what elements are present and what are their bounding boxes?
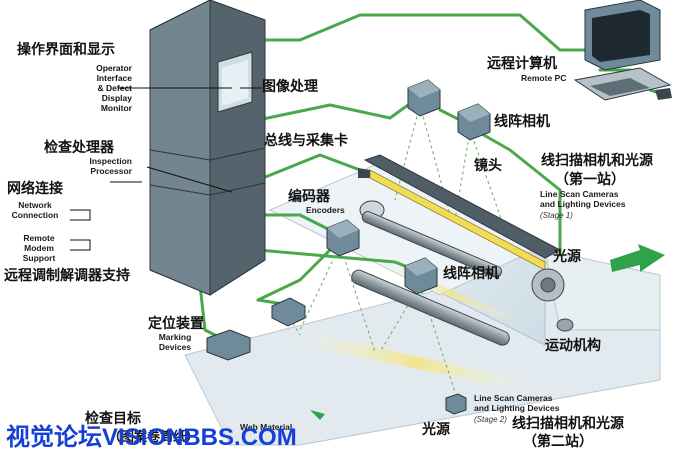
marking-devices-label-en: Marking Devices [158, 332, 192, 352]
inspection-processor-label: 检查处理器 [44, 140, 114, 156]
network-connection-label: 网络连接 [7, 181, 63, 197]
motion-mechanism-label: 运动机构 [545, 338, 601, 354]
stage1-label: 线扫描相机和光源 [541, 153, 653, 169]
line-scan-camera [407, 79, 441, 117]
inspection-target-sub-label: （图案卷筒纸） [108, 430, 200, 445]
line-camera-label-mid: 线阵相机 [443, 266, 499, 282]
stage2-note: (Stage 2) [474, 415, 507, 424]
light-source-bottom [445, 393, 467, 415]
light-source-label-bottom: 光源 [422, 422, 450, 438]
remote-pc [573, 0, 672, 101]
network-connection-label-en: Network Connection [11, 200, 59, 220]
leader-lines [110, 87, 262, 193]
stage2-label-en: Line Scan Cameras and Lighting Devices [474, 393, 560, 413]
camera-station-1 [358, 154, 562, 271]
direction-arrow [610, 244, 665, 272]
marking-device [271, 297, 306, 327]
image-processing-label: 图像处理 [262, 79, 318, 95]
stage1-label-en: Line Scan Cameras and Lighting Devices [540, 189, 626, 209]
stage2-label: 线扫描相机和光源 [512, 416, 624, 432]
inspection-target-label: 检查目标 [85, 411, 141, 427]
lens-label: 镜头 [474, 158, 502, 174]
stage2-label-sub: （第二站） [523, 434, 593, 450]
marking-device [206, 329, 251, 361]
remote-modem-label-en: Remote Modem Support [22, 233, 56, 263]
encoder-label-en: Encoders [306, 205, 345, 215]
line-scan-camera [326, 219, 360, 257]
marking-devices-label: 定位装置 [148, 316, 204, 332]
operator-interface-label: 操作界面和显示 [17, 42, 115, 58]
operator-interface-label-en: Operator Interface & Defect Display Moni… [96, 63, 132, 113]
rollers [351, 200, 574, 346]
remote-pc-label: 远程计算机 [487, 56, 557, 72]
light-source-label-right: 光源 [553, 249, 581, 265]
inspection-processor-label-en: Inspection Processor [89, 156, 132, 176]
inspection-target-label-en: Web Material [240, 422, 293, 432]
connector-bracket [70, 209, 91, 251]
encoder-label: 编码器 [288, 189, 330, 205]
remote-modem-label: 远程调制解调器支持 [4, 268, 130, 284]
watermark: 视觉论坛VISIONBBS.COM [6, 424, 297, 451]
line-camera-label-top: 线阵相机 [494, 114, 550, 130]
line-scan-camera [457, 103, 491, 141]
line-scan-camera [404, 257, 438, 295]
stage1-note: (Stage 1) [540, 211, 573, 220]
stage1-label-sub: （第一站） [555, 172, 625, 188]
inspection-processor-tower [149, 0, 266, 296]
bus-capture-card-label: 总线与采集卡 [264, 133, 348, 149]
direction-arrow [310, 410, 325, 420]
remote-pc-label-en: Remote PC [521, 73, 567, 83]
